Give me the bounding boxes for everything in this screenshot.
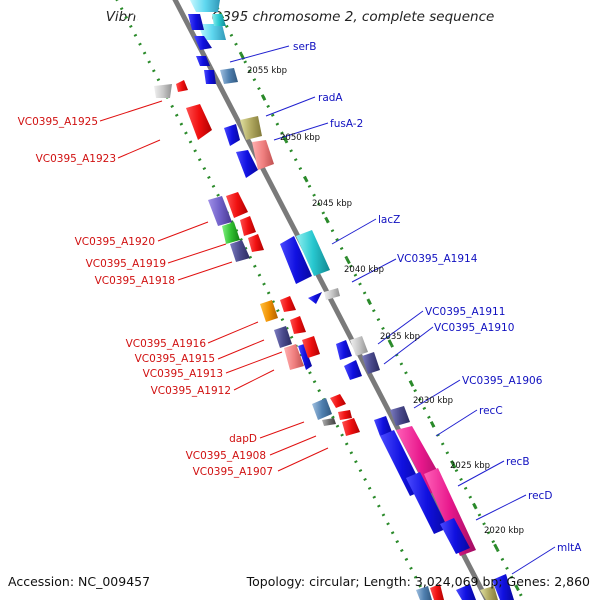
tick-label: 2030 kbp <box>413 396 453 406</box>
gene-feature[interactable] <box>284 344 304 370</box>
gene-feature[interactable] <box>260 300 278 322</box>
gene-feature[interactable] <box>492 574 514 600</box>
gene-feature[interactable] <box>312 398 332 420</box>
gene-features[interactable] <box>154 0 514 600</box>
gene-feature[interactable] <box>296 230 330 276</box>
gene-label[interactable]: VC0395_A1907 <box>193 466 273 478</box>
right-leader-lines <box>229 45 556 575</box>
gene-feature[interactable] <box>430 584 444 600</box>
gene-label[interactable]: VC0395_A1923 <box>36 153 116 165</box>
gene-feature[interactable] <box>248 234 264 252</box>
gene-feature[interactable] <box>280 236 312 284</box>
tick-label: 2045 kbp <box>312 199 352 209</box>
gene-feature[interactable] <box>176 80 188 92</box>
gene-label[interactable]: VC0395_A1912 <box>151 385 231 397</box>
gene-label[interactable]: recC <box>479 405 503 417</box>
gene-feature[interactable] <box>330 394 346 408</box>
gene-label[interactable]: mltA <box>557 542 582 554</box>
gene-feature[interactable] <box>298 344 312 370</box>
gene-label[interactable]: radA <box>318 92 343 104</box>
gene-label[interactable]: VC0395_A1913 <box>143 368 223 380</box>
gene-feature[interactable] <box>280 296 296 312</box>
gene-feature[interactable] <box>222 222 240 244</box>
gene-feature[interactable] <box>226 192 248 218</box>
gene-label[interactable]: recB <box>506 456 530 468</box>
tick-label: 2025 kbp <box>450 461 490 471</box>
gene-label[interactable]: VC0395_A1910 <box>434 322 514 334</box>
gene-feature[interactable] <box>240 116 262 140</box>
tick-track-right-major <box>211 0 526 600</box>
gene-feature[interactable] <box>440 518 470 554</box>
gene-feature[interactable] <box>186 104 212 140</box>
gene-label[interactable]: VC0395_A1925 <box>18 116 98 128</box>
gene-label[interactable]: VC0395_A1914 <box>397 253 478 265</box>
gene-feature[interactable] <box>322 418 336 426</box>
gene-label[interactable]: serB <box>293 41 316 53</box>
left-leader-lines <box>99 100 329 472</box>
gene-label[interactable]: VC0395_A1915 <box>135 353 215 365</box>
tick-labels: 2055 kbp 2050 kbp 2045 kbp 2040 kbp 2035… <box>247 66 524 536</box>
gene-feature[interactable] <box>230 240 250 262</box>
gene-label[interactable]: VC0395_A1918 <box>95 275 175 287</box>
reverse-gene-labels[interactable]: VC0395_A1925 VC0395_A1923 VC0395_A1920 V… <box>18 116 273 478</box>
gene-feature[interactable] <box>456 584 476 600</box>
gene-feature[interactable] <box>302 336 320 358</box>
gene-feature[interactable] <box>188 14 204 30</box>
tick-label: 2035 kbp <box>380 332 420 342</box>
gene-feature[interactable] <box>208 196 232 226</box>
gene-feature[interactable] <box>374 416 392 436</box>
gene-feature[interactable] <box>342 418 360 436</box>
gene-feature[interactable] <box>324 288 340 300</box>
gene-label[interactable]: recD <box>528 490 552 502</box>
accession-text: Accession: NC_009457 <box>8 574 151 589</box>
gene-feature[interactable] <box>196 56 210 66</box>
gene-feature[interactable] <box>198 24 226 40</box>
gene-feature[interactable] <box>406 472 448 534</box>
gene-label[interactable]: VC0395_A1916 <box>126 338 207 350</box>
gene-feature[interactable] <box>350 336 368 356</box>
gene-feature[interactable] <box>194 36 212 50</box>
gene-feature[interactable] <box>220 68 238 84</box>
tick-label: 2055 kbp <box>247 66 287 76</box>
gene-label[interactable]: VC0395_A1920 <box>75 236 155 248</box>
gene-label[interactable]: VC0395_A1906 <box>462 375 543 387</box>
gene-label[interactable]: VC0395_A1908 <box>186 450 266 462</box>
gene-feature[interactable] <box>344 360 362 380</box>
gene-feature[interactable] <box>224 124 240 146</box>
gene-feature[interactable] <box>236 150 258 178</box>
gene-feature[interactable] <box>416 586 432 600</box>
gene-feature[interactable] <box>240 216 256 236</box>
gene-label[interactable]: fusA-2 <box>330 118 363 130</box>
gene-label[interactable]: dapD <box>229 433 257 445</box>
topology-text: Topology: circular; Length: 3,024,069 bp… <box>246 574 590 589</box>
gene-feature[interactable] <box>308 292 322 304</box>
gene-feature[interactable] <box>190 0 220 12</box>
gene-feature[interactable] <box>212 14 226 26</box>
gene-feature[interactable] <box>336 340 352 360</box>
gene-label[interactable]: lacZ <box>378 214 400 226</box>
tick-label: 2020 kbp <box>484 526 524 536</box>
forward-gene-labels[interactable]: serB radA fusA-2 lacZ VC0395_A1914 VC039… <box>293 41 582 554</box>
tick-label: 2050 kbp <box>280 133 320 143</box>
gene-feature[interactable] <box>390 406 410 426</box>
gene-feature[interactable] <box>338 410 352 420</box>
gene-label[interactable]: VC0395_A1911 <box>425 306 505 318</box>
tick-label: 2040 kbp <box>344 265 384 275</box>
gene-label[interactable]: VC0395_A1919 <box>86 258 166 270</box>
gene-feature[interactable] <box>154 84 172 98</box>
gene-feature[interactable] <box>204 70 216 84</box>
gene-feature[interactable] <box>424 468 476 556</box>
gene-feature[interactable] <box>480 586 498 600</box>
gene-feature[interactable] <box>290 316 306 334</box>
gene-feature[interactable] <box>274 326 292 348</box>
gene-feature[interactable] <box>252 140 274 170</box>
gene-feature[interactable] <box>362 352 380 374</box>
